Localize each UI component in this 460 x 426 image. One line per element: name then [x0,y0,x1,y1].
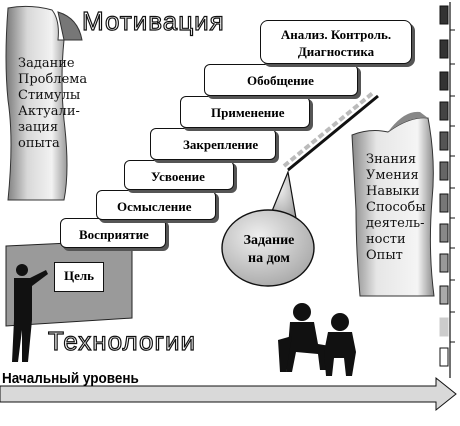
presenter-figure [12,264,48,362]
title-motivation: Мотивация [81,5,225,36]
analysis-line: Анализ. Контроль. [280,27,392,42]
step-perception: Восприятие [60,218,166,248]
step-consolidation: Закрепление [150,128,276,160]
right-banner-text: Знания Умения Навыки Способы деятель- но… [366,152,428,264]
step-label: Применение [211,105,285,120]
title-technologies: Технологии [47,325,197,356]
step-label: Усвоение [151,169,205,184]
step-label: Восприятие [79,227,149,242]
step-label: Закрепление [183,137,259,152]
left-banner-line: Стимулы [18,88,81,103]
right-banner-line: Знания [366,152,417,167]
level-label: Начальный уровень [2,370,139,387]
step-comprehension: Осмысление [96,190,216,220]
goal-label: Цель [63,268,95,283]
right-banner-line: деятель- [366,216,425,231]
left-banner-line: Задание [18,56,75,71]
analysis-line: Диагностика [297,44,375,59]
step-label: Осмысление [117,199,192,214]
right-banner-line: Умения [366,168,419,183]
right-banner-line: Способы [366,200,426,215]
homework-ellipse [221,209,315,287]
homework-line: на дом [248,251,290,266]
right-banner-line: Навыки [366,184,420,199]
step-label: Обобщение [247,73,314,88]
step-application: Применение [180,96,310,128]
goal-box: Цель [54,262,104,292]
right-banner-line: ности [366,232,406,247]
step-generalization: Обобщение [204,64,358,96]
right-banner-line: Опыт [366,248,403,263]
analysis-box: Анализ. Контроль. Диагностика [260,20,412,64]
left-banner-text: Задание Проблема Стимулы Актуали- зация … [18,56,88,152]
homework-text: Задание на дом [226,232,312,268]
homework-line: Задание [243,233,295,248]
students-figure [278,303,356,376]
left-banner-line: Проблема [18,72,88,87]
left-banner-line: Актуали- [18,104,80,119]
left-banner-line: зация [18,120,59,135]
step-assimilation: Усвоение [124,160,234,190]
left-banner-line: опыта [18,136,60,151]
